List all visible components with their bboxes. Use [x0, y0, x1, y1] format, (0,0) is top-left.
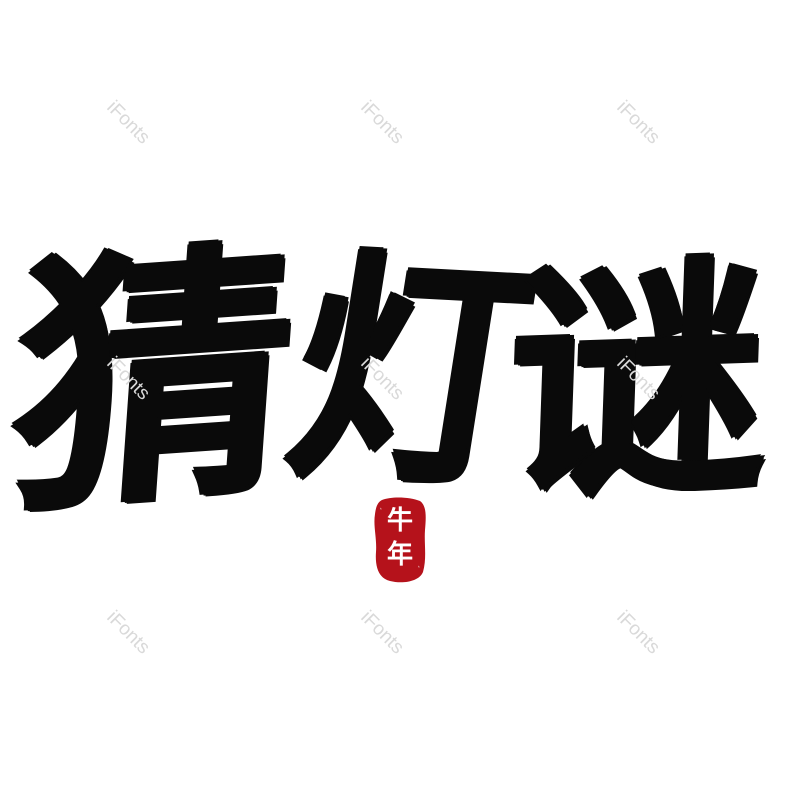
seal-char-niu: 牛: [386, 506, 413, 536]
title-char-deng: 灯: [272, 225, 546, 521]
red-seal-stamp: 牛 年: [372, 496, 428, 584]
watermark: iFonts: [356, 606, 408, 659]
watermark: iFonts: [612, 96, 664, 149]
watermark: iFonts: [356, 96, 408, 149]
watermark: iFonts: [612, 606, 664, 659]
seal-shape-icon: [374, 497, 426, 583]
title-char-cai: 猜: [3, 212, 303, 550]
seal-char-nian: 年: [386, 540, 413, 570]
seal-text: 牛 年: [372, 504, 428, 572]
watermark: iFonts: [102, 606, 154, 659]
watermark: iFonts: [102, 96, 154, 149]
